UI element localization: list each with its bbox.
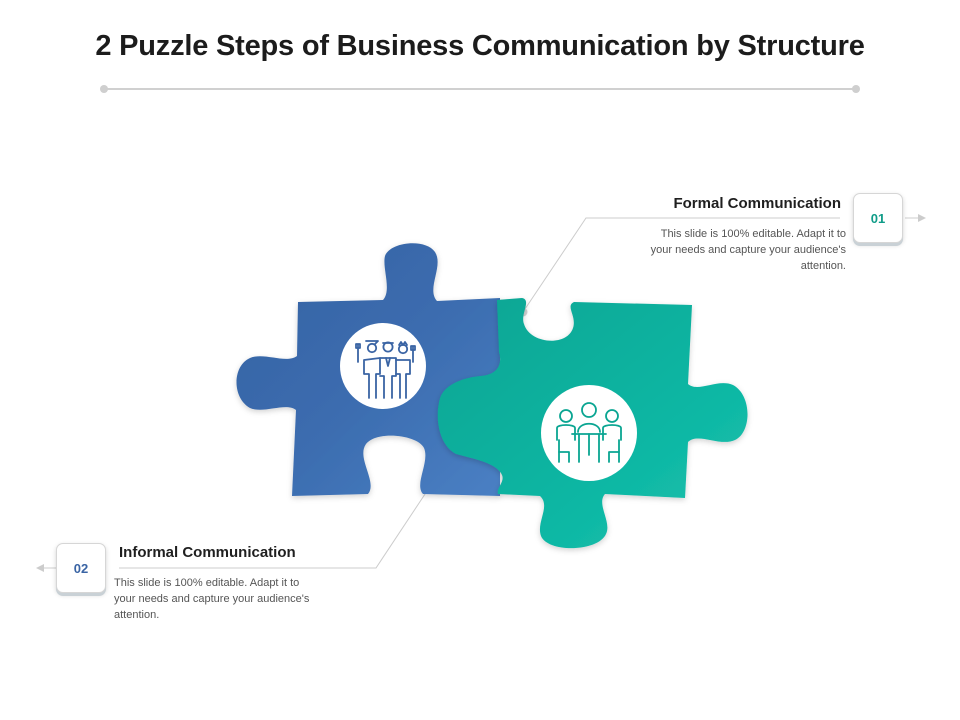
icon-circle-right [541,385,637,481]
step2-number: 02 [73,560,89,576]
step1-number: 01 [870,210,886,226]
arrow-left [36,564,56,572]
icon-circle-left [340,323,426,409]
step1-number-badge: 01 [853,193,903,243]
business-team-icon [355,340,416,399]
page-title: 2 Puzzle Steps of Business Communication… [95,30,865,62]
step1-title: Formal Communication [673,195,841,212]
step2-number-badge: 02 [56,543,106,593]
step1-description: This slide is 100% editable. Adapt it to… [650,228,846,272]
arrow-right [905,214,926,222]
meeting-table-icon [556,402,622,463]
step2-description: This slide is 100% editable. Adapt it to… [114,577,310,621]
step2-title: Informal Communication [119,544,296,561]
title-divider [100,85,860,93]
